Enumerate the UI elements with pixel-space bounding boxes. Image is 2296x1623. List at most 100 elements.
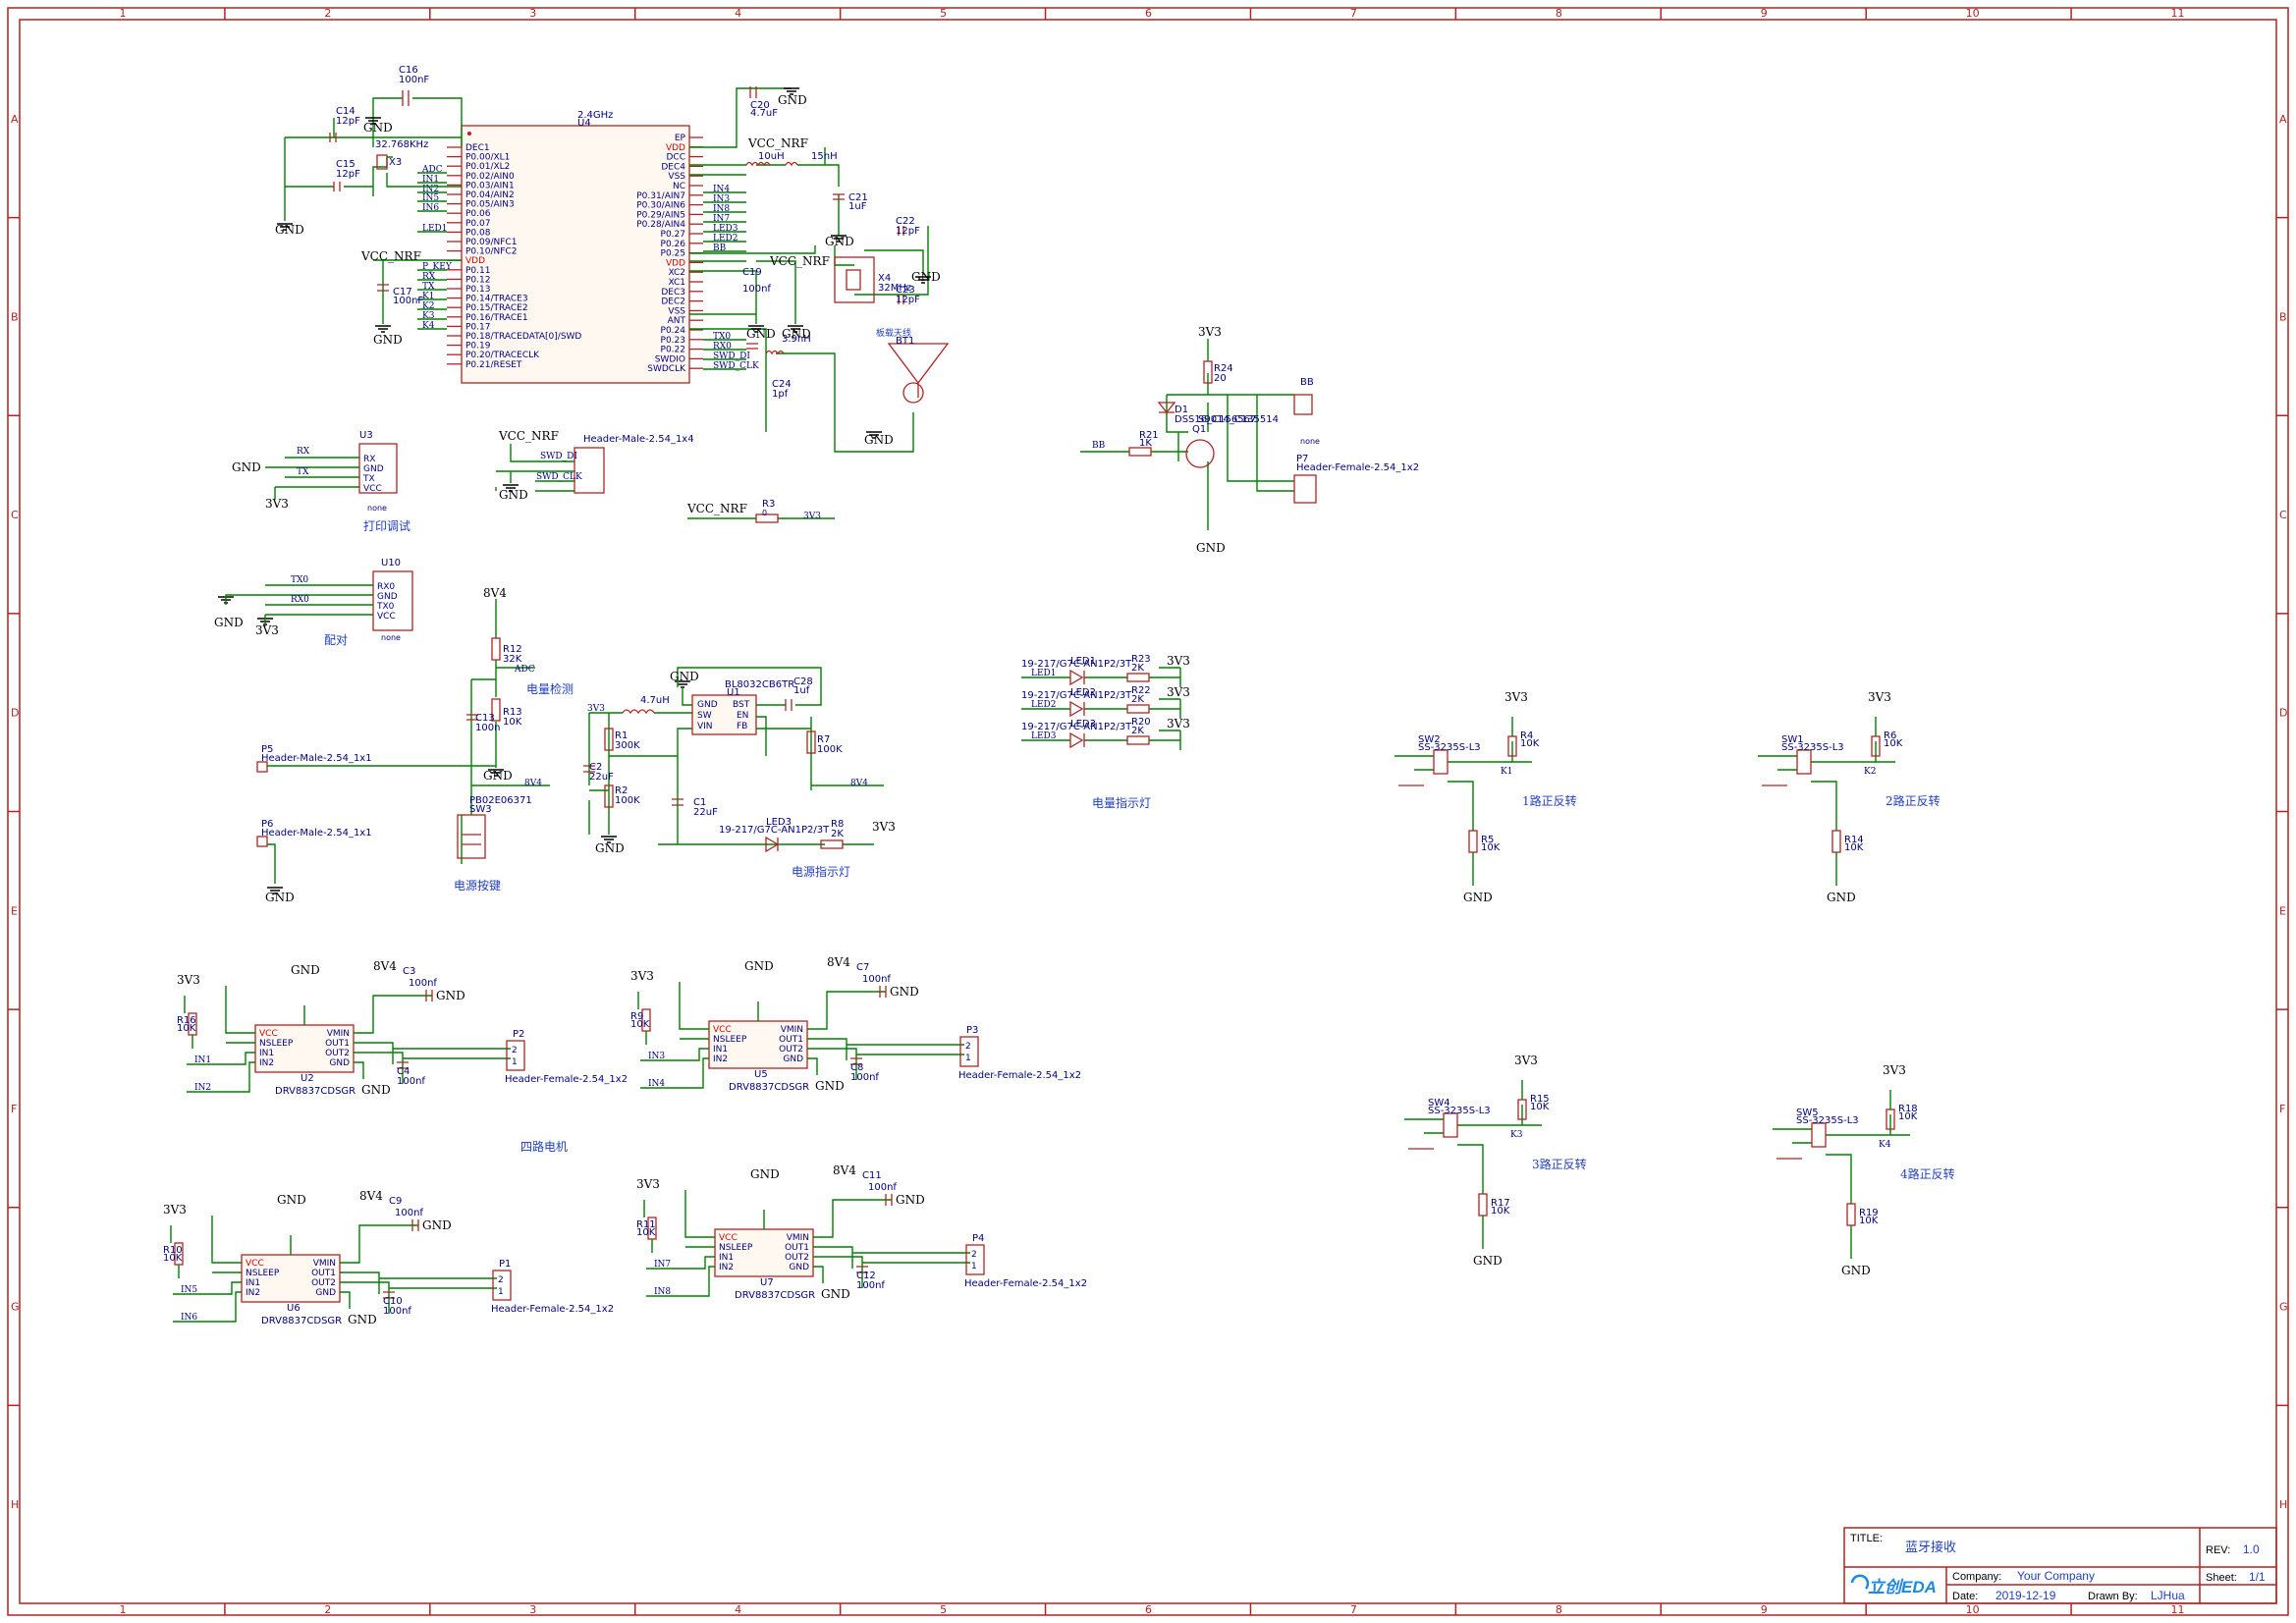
switch-ref: SW5 [1796,1108,1819,1118]
ground-icon [503,484,519,492]
driver-c2-val: 100nf [383,1306,411,1317]
mcu-right-pin: SWDIO [655,354,685,364]
debug-header-u3[interactable]: U3 RX GND TX VCC none RX TX GND 3V3 打印调试 [232,430,410,533]
led-r-val: 2K [1131,726,1144,736]
ground-icon [375,325,391,333]
c1-ref: C1 [693,797,706,808]
driver-in2: IN2 [194,1083,211,1093]
driver-pin-right: OUT2 [785,1253,809,1263]
mcu-right-pin: DEC4 [661,162,685,172]
driver-ref: U6 [287,1303,301,1314]
u1-pin-bst: BST [733,700,750,710]
driver-gnd-right: GND [890,985,919,999]
switch-caption: 3路正反转 [1532,1157,1587,1171]
mcu-left-net: LED1 [422,224,448,234]
mcu-left-pin: P0.06 [465,209,491,219]
driver-in1: IN1 [194,1055,211,1065]
led-wire [1021,667,1181,687]
h1-net-swd-clk: SWD_CLK [536,472,582,482]
u10-caption: 配对 [324,633,348,647]
driver-c1-ref: C11 [862,1170,882,1181]
mcu-left-net: IN6 [422,203,439,213]
switch-ref: SW1 [1781,734,1804,745]
u1-pin-fb: FB [737,722,747,731]
gnd-label: GND [825,235,854,248]
swd-header-h1[interactable]: Header-Male-2.54_1x4 SWD_DI SWD_CLK VCC_… [495,429,694,502]
battery-detect[interactable]: 8V4 R12 32K R13 10K C13 100n ADC GND 电量检… [466,586,574,783]
bd-8v4: 8V4 [483,586,507,600]
switch-rt-ref: R18 [1898,1104,1918,1114]
driver-8v4: 8V4 [833,1163,856,1177]
switch-body [1796,749,1812,775]
driver-c2-ref: C10 [383,1296,403,1307]
p5-val: Header-Male-2.54_1x1 [261,753,372,764]
driver-hdr-ref: P1 [499,1259,511,1270]
l4-val: 4.7uH [640,695,670,706]
tb-rev: 1.0 [2243,1542,2260,1556]
motor-header-pin2: 2 [965,1042,971,1052]
driver-in1: IN3 [648,1052,665,1061]
mcu-right-pin: SWDCLK [647,364,686,374]
driver-pin-left: IN1 [246,1278,260,1288]
c17-ref: C17 [393,287,412,298]
switch-caption: 4路正反转 [1900,1166,1955,1181]
mcu-right-pin: NC [673,182,685,191]
mcu-u4[interactable]: 2.4GHz U4 DEC1P0.00/XL1P0.01/XL2P0.02/AI… [417,110,759,384]
mcu-right-pin: P0.23 [661,336,685,346]
power-key[interactable]: P5 Header-Male-2.54_1x1 P6 Header-Male-2… [256,744,550,904]
boost-caption: 电源指示灯 [792,864,850,879]
driver-pin-left: IN2 [246,1288,260,1298]
tb-drawn: LJHua [2151,1589,2185,1602]
driver-pin-right: OUT1 [325,1039,350,1049]
switch-3v3: 3V3 [1514,1054,1538,1067]
u10-net-rx0: RX0 [291,595,309,605]
switch-rb-val: 10K [1859,1216,1879,1226]
r1-ref: R1 [615,730,628,741]
buzzer-circuit[interactable]: 3V3 R24 20 D1 DSS16_C156567 S9014_C13551… [1080,325,1419,555]
r2-val: 100K [615,795,640,806]
col-label-top: 8 [1556,7,1562,20]
row-label-left: H [11,1498,19,1511]
motor-drivers[interactable]: 四路电机 VCCNSLEEPIN1IN2VMINOUT1OUT2GNDU2DRV… [163,955,1087,1326]
driver-gnd-top: GND [744,959,774,973]
pair-header-u10[interactable]: U10 RX0 GND TX0 VCC none TX0 RX0 GND 3V3… [214,558,413,647]
switch-rb-ref: R19 [1859,1208,1879,1218]
switch-net: K1 [1501,767,1512,777]
mcu-left-pin: P0.02/AIN0 [465,172,515,182]
led-value: 19-217/G7C-AN1P2/3T [1021,722,1132,732]
motor-header [959,1036,979,1067]
u3-net-rx: RX [297,447,310,457]
r3-link: R3 0 VCC_NRF 3V3 [686,499,835,523]
mcu-left-net: IN5 [422,193,439,203]
switch-rt-val: 10K [1884,738,1903,749]
mcu-right-pin: P0.31/AIN7 [636,191,685,201]
mcu-right-pin: EP [675,134,686,143]
led-caption: 电量指示灯 [1092,795,1151,810]
x4-ref: X4 [878,273,891,284]
u3-3v3: 3V3 [265,497,289,511]
boost-converter[interactable]: BL8032CB6TR U1 GND SW VIN BST EN FB 4.7u… [583,667,896,879]
gnd-label: GND [363,121,393,135]
driver-c2-ref: C4 [397,1066,410,1077]
mcu-left-net: IN1 [422,175,439,185]
switch-groups[interactable]: SW2SS-3235S-L3R410KR510KK13V3GND1路正反转SW1… [1394,690,1955,1277]
c16-val: 100nF [399,75,429,85]
driver-r-val: 10K [177,1023,196,1034]
driver-hdr-val: Header-Female-2.54_1x2 [491,1304,614,1315]
c13-val: 100n [475,723,500,733]
led-indicators[interactable]: 电量指示灯 19-217/G7C-AN1P2/3TLED1LED1R232K3V… [1021,654,1190,810]
c28-val: 1uf [793,685,810,696]
r24-ref: R24 [1214,363,1233,374]
led-r-ref: R23 [1131,654,1151,665]
col-label-bottom: 11 [2171,1603,2185,1616]
driver-in1: IN7 [654,1260,671,1270]
mcu-left-pin: P0.05/AIN3 [465,200,515,210]
mcu-left-pin: P0.20/TRACECLK [465,351,540,360]
driver-value: DRV8837CDSGR [261,1316,342,1326]
r8-val: 2K [831,829,844,839]
u10-pin-1: RX0 [377,582,395,592]
motor-driver-u6: VCCNSLEEPIN1IN2VMINOUT1OUT2GNDU6DRV8837C… [163,1189,614,1326]
switch-caption: 1路正反转 [1522,793,1577,808]
mcu-left-pin: P0.21/RESET [465,360,522,370]
